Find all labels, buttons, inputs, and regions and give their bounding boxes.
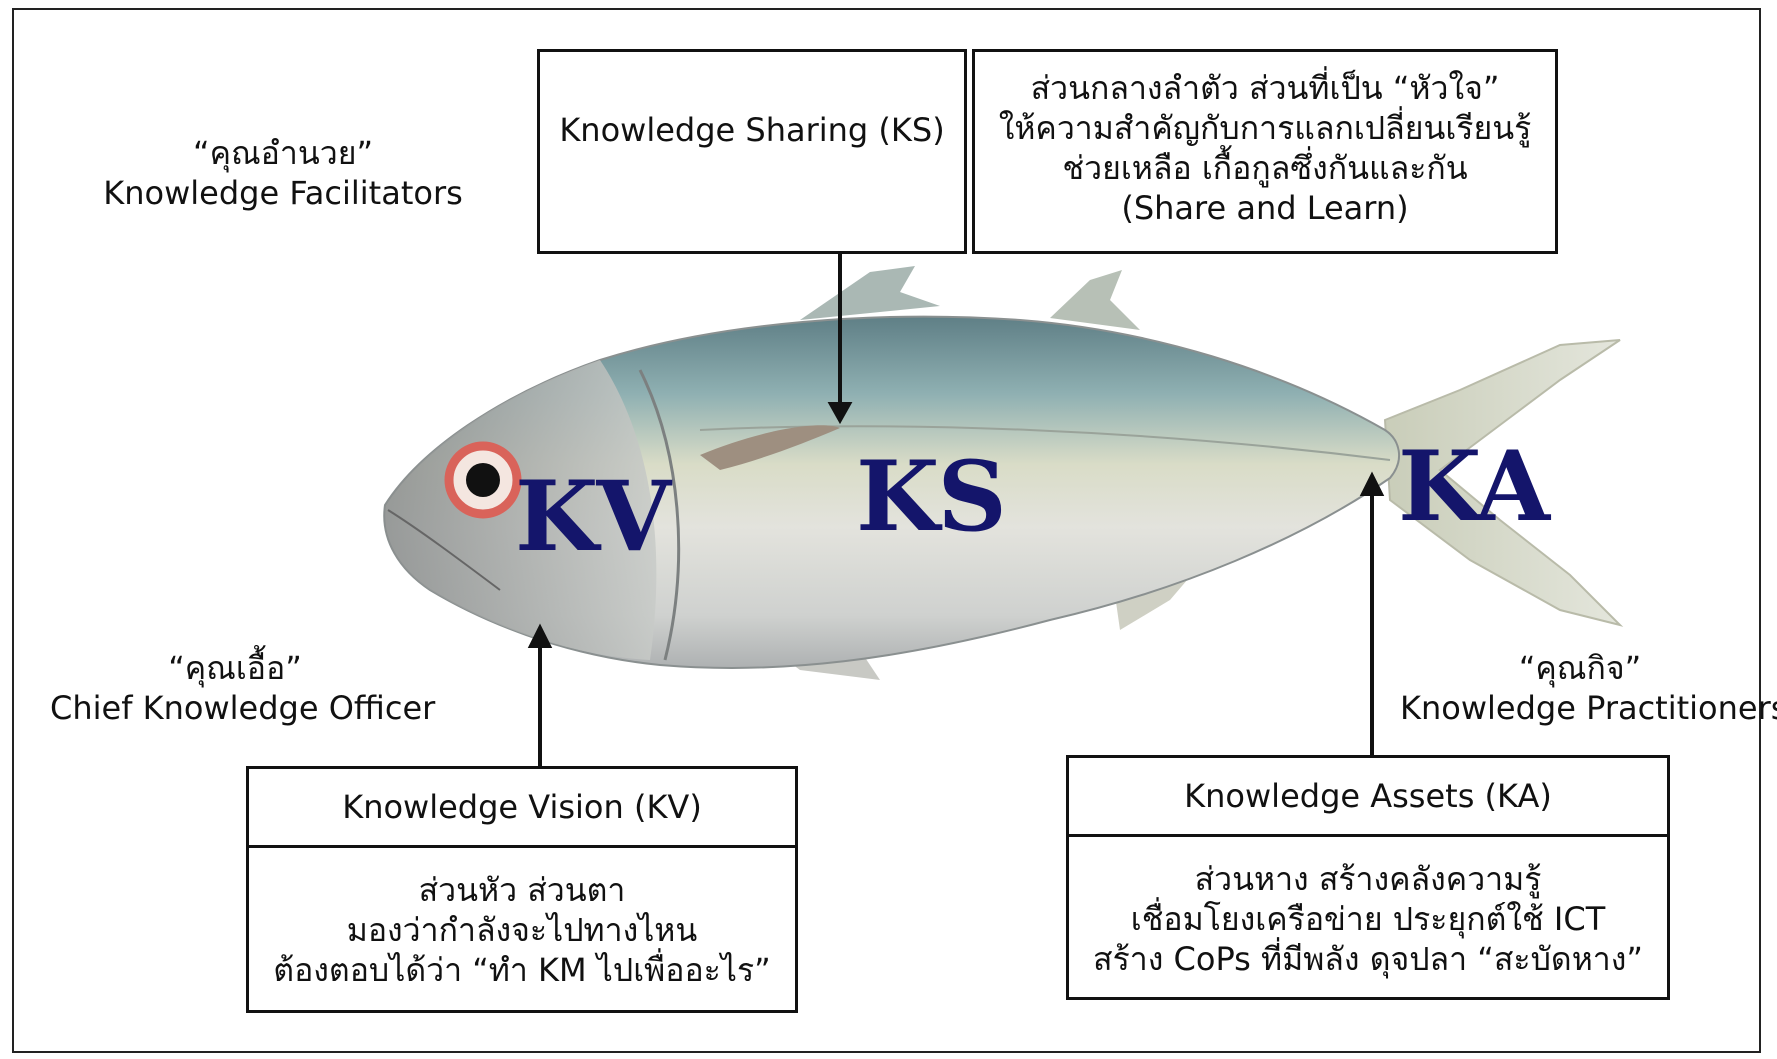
kv-desc-line-3: ต้องตอบได้ว่า “ทำ KM ไปเพื่ออะไร”: [249, 950, 795, 990]
facilitators-label: “คุณอำนวย” Knowledge Facilitators: [98, 133, 468, 213]
kv-desc-line-2: มองว่ากำลังจะไปทางไหน: [249, 910, 795, 950]
ka-divider: [1069, 834, 1667, 837]
ka-desc-line-3: สร้าง CoPs ที่มีพลัง ดุจปลา “สะบัดหาง”: [1069, 939, 1667, 979]
practitioners-thai: “คุณกิจ”: [1400, 648, 1760, 688]
practitioners-english: Knowledge Practitioners: [1400, 688, 1760, 728]
kv-fish-label: KV: [515, 460, 669, 573]
kv-description: ส่วนหัว ส่วนตา มองว่ากำลังจะไปทางไหน ต้อ…: [249, 870, 795, 990]
cko-label: “คุณเอื้อ” Chief Knowledge Officer: [50, 648, 420, 728]
kv-divider: [249, 845, 795, 848]
ka-title: Knowledge Assets (KA): [1069, 758, 1667, 834]
ks-title: Knowledge Sharing (KS): [540, 110, 964, 150]
ks-title-box: Knowledge Sharing (KS): [537, 49, 967, 254]
ka-desc-line-1: ส่วนหาง สร้างคลังความรู้: [1069, 859, 1667, 899]
facilitators-thai: “คุณอำนวย”: [98, 133, 468, 173]
ks-desc-line-4: (Share and Learn): [975, 188, 1555, 228]
ks-description: ส่วนกลางลำตัว ส่วนที่เป็น “หัวใจ” ให้ควา…: [975, 68, 1555, 228]
ka-box: Knowledge Assets (KA) ส่วนหาง สร้างคลังค…: [1066, 755, 1670, 1000]
ks-fish-label: KS: [856, 440, 1005, 553]
kv-box: Knowledge Vision (KV) ส่วนหัว ส่วนตา มอง…: [246, 766, 798, 1013]
ks-description-box: ส่วนกลางลำตัว ส่วนที่เป็น “หัวใจ” ให้ควา…: [972, 49, 1558, 254]
dorsal-fin-front: [800, 266, 940, 320]
kv-title: Knowledge Vision (KV): [249, 769, 795, 845]
ks-desc-line-1: ส่วนกลางลำตัว ส่วนที่เป็น “หัวใจ”: [975, 68, 1555, 108]
facilitators-english: Knowledge Facilitators: [98, 173, 468, 213]
cko-thai: “คุณเอื้อ”: [50, 648, 420, 688]
ka-fish-label: KA: [1398, 430, 1548, 543]
eye-pupil: [466, 463, 500, 497]
kv-desc-line-1: ส่วนหัว ส่วนตา: [249, 870, 795, 910]
cko-english: Chief Knowledge Officer: [50, 688, 420, 728]
ka-description: ส่วนหาง สร้างคลังความรู้ เชื่อมโยงเครือข…: [1069, 859, 1667, 979]
ks-desc-line-2: ให้ความสำคัญกับการแลกเปลี่ยนเรียนรู้: [975, 108, 1555, 148]
ka-desc-line-2: เชื่อมโยงเครือข่าย ประยุกต์ใช้ ICT: [1069, 899, 1667, 939]
ks-desc-line-3: ช่วยเหลือ เกื้อกูลซึ่งกันและกัน: [975, 148, 1555, 188]
practitioners-label: “คุณกิจ” Knowledge Practitioners: [1400, 648, 1760, 728]
dorsal-fin-rear: [1050, 270, 1140, 330]
